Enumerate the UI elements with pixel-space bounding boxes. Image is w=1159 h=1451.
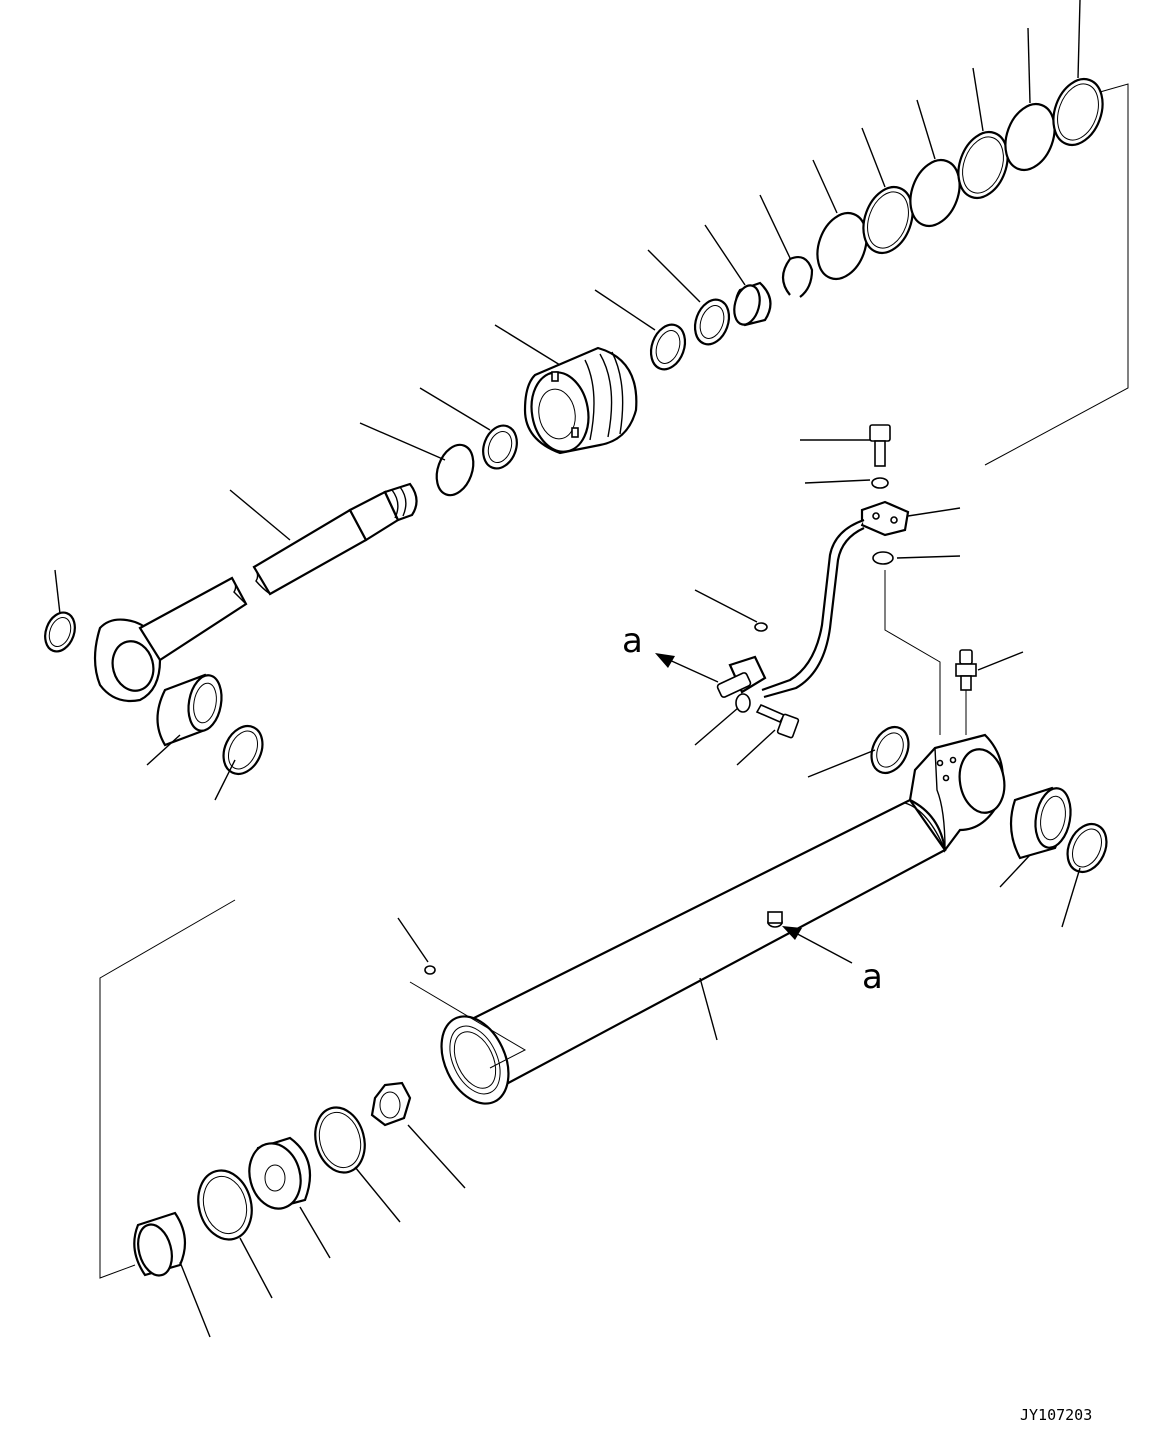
ring-1 (649, 323, 687, 371)
washer-upper (871, 477, 889, 489)
view-marker-upper: a (622, 621, 643, 661)
snap-ring (435, 443, 475, 497)
grease-fitting (955, 649, 977, 691)
collar (733, 281, 772, 327)
cylinder-tube (440, 733, 1006, 1105)
reference-lines (99, 83, 1129, 1279)
nut (370, 1081, 412, 1127)
ring-5 (909, 158, 961, 228)
bottom-bushing (1009, 786, 1072, 860)
plug (424, 965, 436, 975)
tube (761, 518, 865, 699)
bottom-seal-ring (1066, 822, 1108, 874)
wear-ring (197, 1169, 253, 1241)
ring-7 (1004, 102, 1056, 172)
bolt-upper (869, 424, 891, 467)
piston-rod (93, 482, 418, 703)
view-arrow-upper (655, 653, 719, 683)
view-marker-lower: a (862, 957, 883, 997)
collar-bushing (133, 1211, 187, 1277)
cylinder-head (523, 346, 638, 455)
piston (248, 1136, 312, 1210)
pipe-flange (860, 500, 910, 537)
piston-ring (314, 1106, 366, 1174)
seal-ring (222, 724, 264, 776)
washer-lower (735, 693, 751, 713)
o-ring (872, 551, 894, 565)
seal (482, 424, 518, 470)
pipe-end (716, 655, 767, 698)
cylinder-seal-ring (870, 725, 910, 775)
ring-3 (816, 211, 868, 281)
rod-bushing (156, 673, 223, 747)
ring-8 (1052, 77, 1104, 147)
small-o-ring (754, 622, 768, 632)
view-arrow-lower (782, 926, 853, 964)
ring-2 (693, 298, 731, 346)
leader-lines (54, 0, 1081, 1338)
dust-seal-ring (44, 611, 76, 653)
open-snap-ring (781, 255, 814, 298)
drawing-code: JY107203 (1020, 1406, 1092, 1424)
bolt-lower (755, 703, 800, 739)
